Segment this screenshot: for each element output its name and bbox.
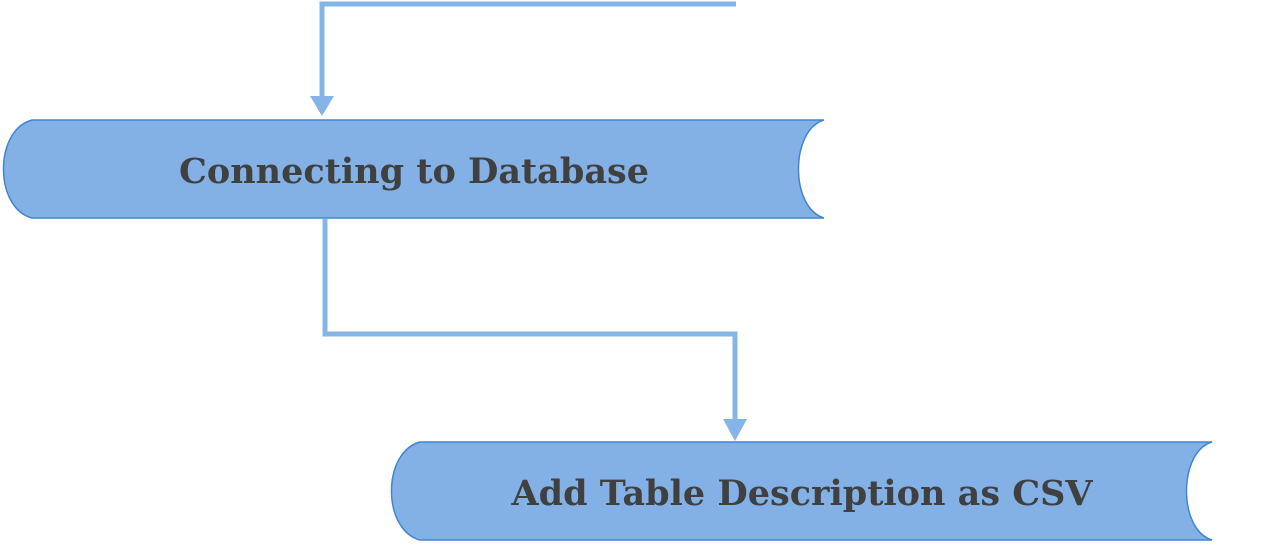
node-connecting-to-database: Connecting to Database bbox=[2, 119, 825, 219]
node-connecting-to-database-label: Connecting to Database bbox=[179, 151, 649, 192]
connector-incoming-arrowhead bbox=[310, 96, 334, 116]
connector-db-to-csv-line bbox=[322, 219, 738, 421]
connector-incoming bbox=[310, 1, 736, 116]
connector-db-to-csv-arrowhead bbox=[723, 419, 747, 441]
node-add-table-description: Add Table Description as CSV bbox=[390, 441, 1213, 541]
connector-db-to-csv bbox=[322, 219, 747, 441]
node-add-table-description-shape bbox=[390, 441, 1213, 541]
node-add-table-description-label: Add Table Description as CSV bbox=[510, 473, 1093, 514]
connector-incoming-line bbox=[319, 1, 736, 98]
node-connecting-to-database-shape bbox=[2, 119, 825, 219]
